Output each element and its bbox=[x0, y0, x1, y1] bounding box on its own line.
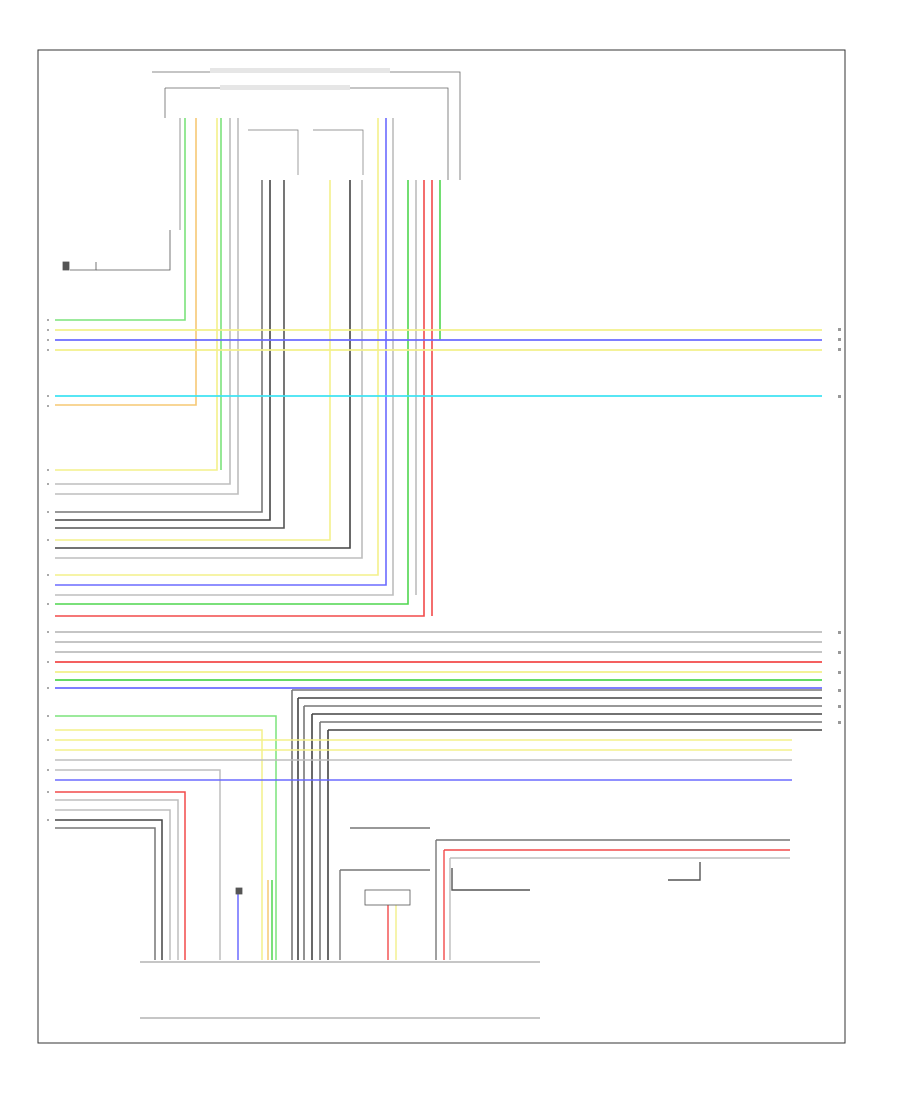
dark-bus-lower bbox=[291, 689, 822, 960]
left-terminal-markers bbox=[47, 319, 49, 821]
horizontal-bus-middle bbox=[55, 631, 822, 689]
inner-connector-brackets bbox=[248, 129, 364, 175]
vertical-wires-top bbox=[55, 118, 441, 617]
top-connector-bracket bbox=[152, 68, 461, 180]
switch-symbol bbox=[62, 230, 171, 271]
lower-left-wires bbox=[55, 715, 792, 960]
lower-right-wires bbox=[339, 827, 790, 960]
diagram-frame bbox=[37, 49, 846, 1044]
right-terminal-markers bbox=[838, 328, 841, 724]
component-boxes bbox=[235, 887, 411, 906]
horizontal-bus-upper bbox=[55, 329, 822, 397]
bottom-connector-row bbox=[140, 961, 540, 1019]
